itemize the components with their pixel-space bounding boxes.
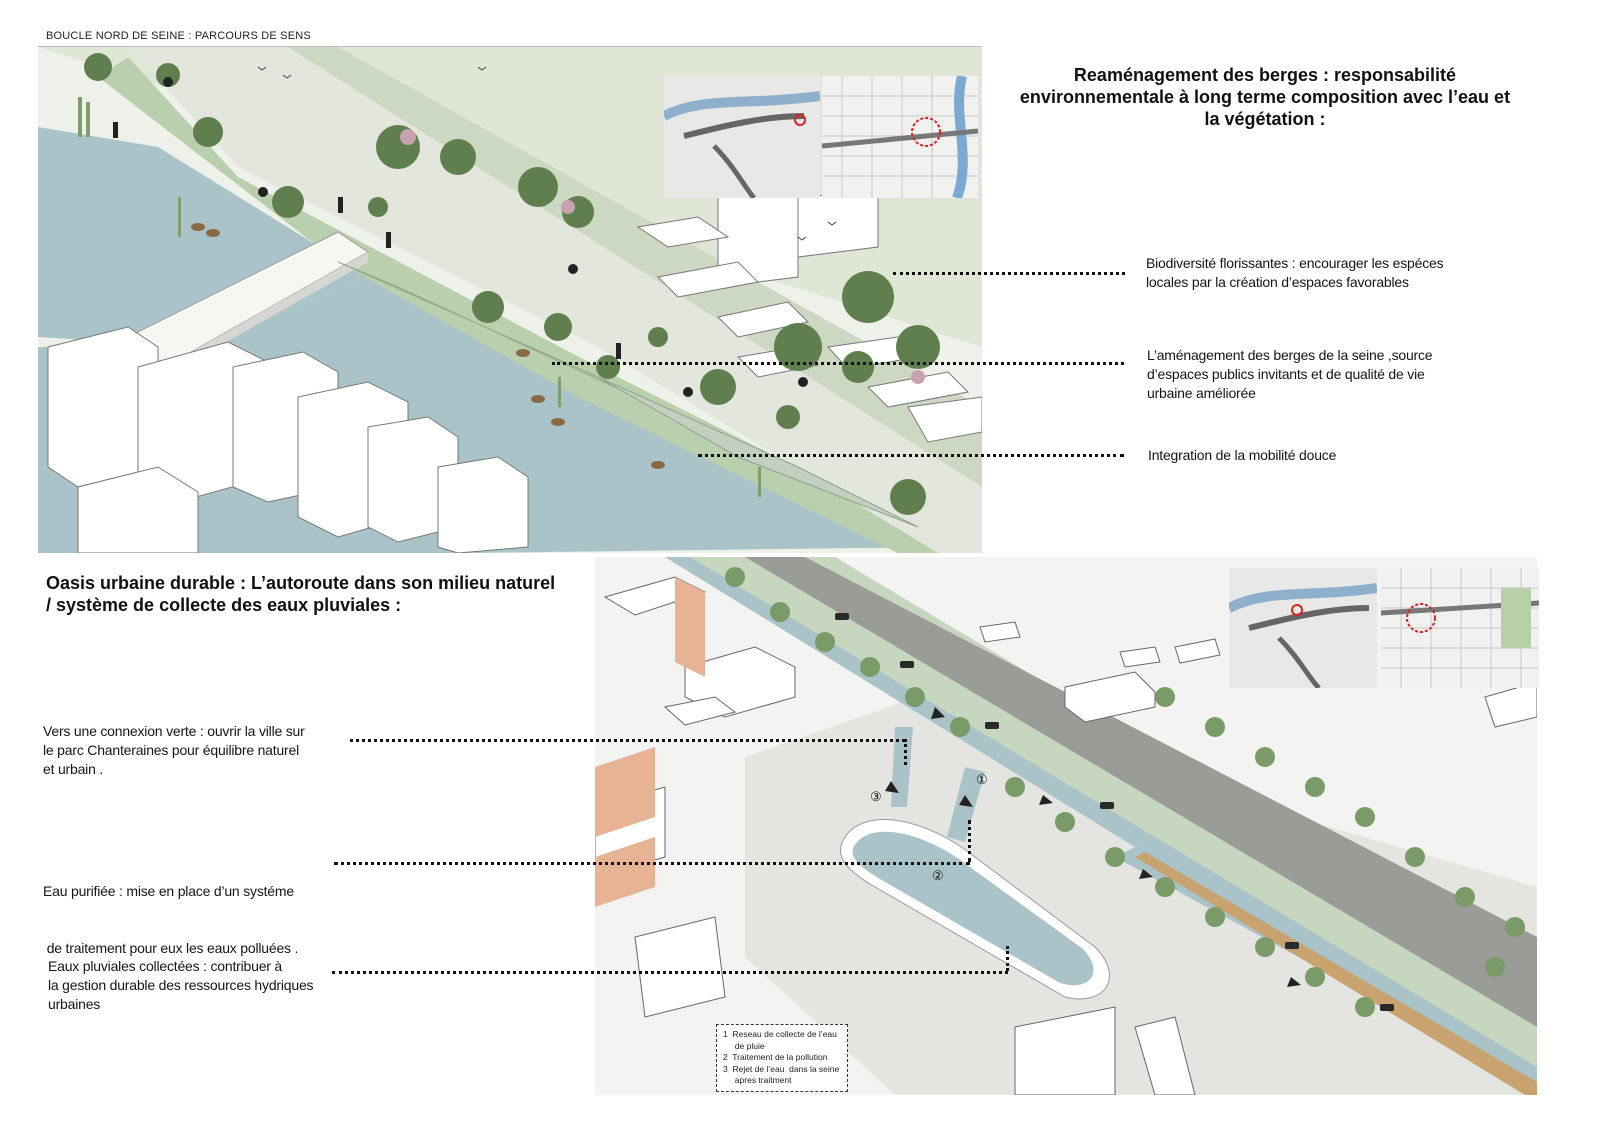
note-line: le parc Chanteraines pour équilibre natu… — [43, 742, 300, 758]
note-line: urbaine améliorée — [1147, 385, 1256, 401]
note-biodiversite: Biodiversité florissantes : encourager l… — [1146, 254, 1506, 292]
bottom-title-line-1: Oasis urbaine durable : L’autoroute dans… — [46, 573, 556, 593]
note-line: urbaines — [48, 996, 101, 1012]
board-header-label: BOUCLE NORD DE SEINE : PARCOURS DE SENS — [46, 30, 311, 42]
note-line: la gestion durable des ressources hydriq… — [48, 977, 314, 993]
top-title-line-3: la végétation : — [1204, 109, 1326, 129]
bottom-title-line-2: / système de collecte des eaux pluviales… — [46, 595, 402, 615]
location-map-inset-4 — [1381, 568, 1539, 688]
bottom-section-title: Oasis urbaine durable : L’autoroute dans… — [46, 572, 606, 616]
note-line: locales par la création d’espaces favora… — [1146, 274, 1409, 290]
legend-line: 2 Traitement de la pollution — [723, 1052, 828, 1062]
location-map-inset-3 — [1229, 568, 1377, 688]
tree-canopy-group — [84, 53, 940, 515]
top-title-line-1: Reaménagement des berges : responsabilit… — [1073, 65, 1457, 85]
header-divider — [38, 46, 982, 47]
note-line: Biodiversité florissantes : encourager l… — [1146, 255, 1444, 271]
top-title-line-2: environnementale à long terme compositio… — [1019, 87, 1511, 107]
tree-alignment — [725, 567, 1525, 1017]
note-connexion-verte: Vers une connexion verte : ouvrir la vil… — [43, 722, 343, 779]
leader-line-mobilite — [698, 454, 1124, 457]
note-amenagement-berges: L’aménagement des berges de la seine ,so… — [1147, 346, 1507, 403]
building-blocks-lower — [47, 326, 529, 553]
legend-line: 3 Rejet de l’eau dans la seine — [723, 1063, 840, 1074]
leader-line-amenagement — [552, 362, 1124, 365]
note-line: et urbain . — [43, 761, 104, 777]
leader-line-connexion-verte — [350, 739, 905, 742]
retention-basin-water — [852, 831, 1094, 986]
note-eau-purifiee: Eau purifiée : mise en place d’un systém… — [43, 844, 343, 977]
marker-1: ① — [976, 772, 988, 787]
note-line: Eaux pluviales collectées : contribuer à — [48, 958, 283, 974]
location-map-inset-2 — [822, 76, 978, 198]
leader-line-eau-purifiee-rise — [968, 820, 971, 862]
legend-line: apres traitment — [723, 1075, 792, 1085]
motorway-road — [745, 557, 1537, 1027]
note-line: L’aménagement des berges de la seine ,so… — [1147, 347, 1433, 363]
leader-line-eaux-pluviales-rise — [1006, 946, 1009, 971]
note-line: de traitement pour eux les eaux polluées… — [43, 940, 299, 956]
marker-2: ② — [932, 868, 944, 883]
process-legend: 1 Reseau de collecte de l’eau de pluie 2… — [716, 1024, 848, 1092]
top-section-title: Reaménagement des berges : responsabilit… — [985, 64, 1545, 130]
note-line: d’espaces publics invitants et de qualit… — [1147, 366, 1425, 382]
leader-line-connexion-verte-drop — [904, 739, 907, 765]
riverbank-axonometric-view — [38, 47, 982, 553]
location-map-inset-1 — [664, 76, 820, 198]
note-line: Integration de la mobilité douce — [1148, 447, 1337, 463]
note-mobilite-douce: Integration de la mobilité douce — [1148, 446, 1508, 465]
note-line: Eau purifiée : mise en place d’un systém… — [43, 883, 294, 899]
legend-line: de pluie — [723, 1040, 765, 1051]
leader-line-eau-purifiee — [334, 862, 970, 865]
legend-line: 1 Reseau de collecte de l’eau — [723, 1029, 837, 1039]
leader-line-biodiversite — [893, 272, 1125, 275]
building-blocks-upper — [636, 186, 982, 443]
note-eaux-pluviales: Eaux pluviales collectées : contribuer à… — [48, 957, 348, 1014]
leader-line-eaux-pluviales — [332, 971, 1008, 974]
marker-3: ③ — [870, 789, 882, 804]
note-line: Vers une connexion verte : ouvrir la vil… — [43, 723, 305, 739]
